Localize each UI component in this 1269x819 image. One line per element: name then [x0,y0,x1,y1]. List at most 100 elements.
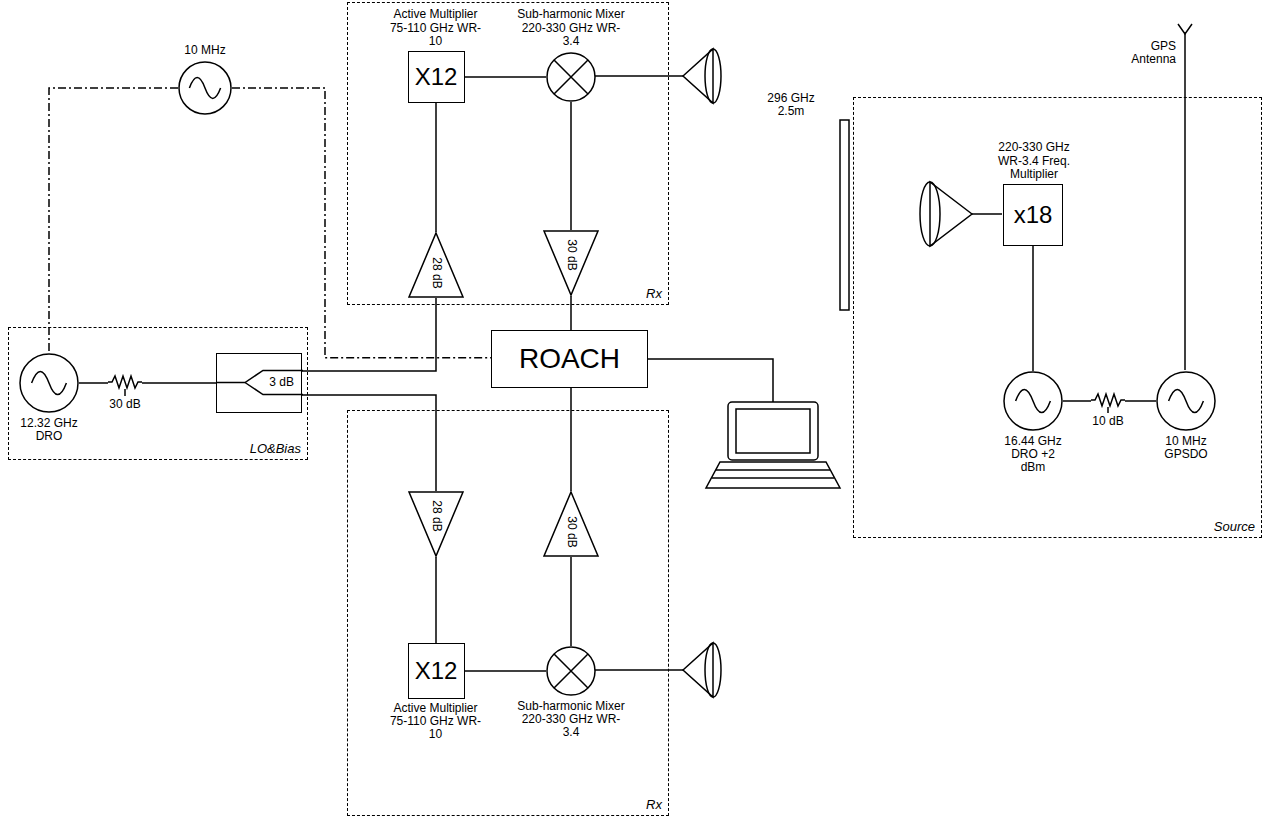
laptop-screen [728,402,818,460]
horn-antenna [930,182,972,246]
dashed-group: RxActive Multiplier 75-110 GHz WR-10X12S… [347,2,669,305]
antenna-mast [1184,32,1186,370]
node-label: Sub-harmonic Mixer 220-330 GHz WR-3.4 [516,700,627,740]
annotation-label: 30 dB [105,398,145,411]
block-box: ROACH [491,330,648,388]
node-label: 10 MHz GPSDO [1156,435,1216,461]
group-label: Rx [646,798,662,812]
circle-symbol: 12.32 GHz DRO [19,353,79,413]
shape-outline [19,353,79,413]
signal-wire [435,557,437,643]
node-label: 28 dB [429,500,442,531]
dashed-group: Source 220-330 GHz WR-3.4 Freq. Multiplie… [853,97,1262,538]
reference-line [232,88,491,358]
block-box: 3 dB [216,353,302,413]
triangle-outline [409,233,463,297]
node-label: 30 dB [564,516,577,547]
node-label: 28 dB [429,257,442,288]
node-label: 16.44 GHz DRO +2 dBm [1003,435,1063,475]
background-patch [1091,391,1125,409]
signal-wire [570,296,572,330]
annotation-label: 296 GHz 2.5m [760,92,822,118]
shape-outline [178,61,232,115]
amplifier-triangle: 30 dB [543,491,599,557]
amplifier-triangle: 28 dB [408,491,464,557]
amplifier-triangle: 30 dB [543,230,599,296]
node-label: 3 dB [269,376,294,389]
block-box: Active Multiplier 75-110 GHz WR-10X12 [408,51,465,103]
attenuator-symbol [1091,394,1125,406]
signal-wire [465,670,547,672]
rf-wire [595,669,683,671]
horn-antenna [683,49,713,103]
background-patch [108,373,142,391]
shape-outline [546,52,596,102]
signal-wire [435,103,437,232]
signal-wire [302,298,436,371]
rf-wire [595,75,683,77]
circle-outline [20,354,78,412]
horn-aperture [705,49,721,103]
attenuator-symbol [108,376,142,388]
group-label: LO&Bias [250,442,301,456]
data-wire [648,359,773,402]
node-label: 220-330 GHz WR-3.4 Freq. Multiplier [996,141,1072,181]
node-label: X12 [415,64,458,90]
dashed-group: LO&Bias 12.32 GHz DRO 3 dB [8,327,308,460]
rf-wire [972,213,1002,215]
horn-aperture [920,182,940,246]
amplifier-triangle: 28 dB [408,232,464,298]
signal-wire [570,557,572,646]
node-label: Sub-harmonic Mixer 220-330 GHz WR-3.4 [516,8,627,48]
triangle-outline [544,492,598,556]
triangle-outline [544,231,598,295]
group-label: Source [1214,520,1255,534]
node-label: Active Multiplier 75-110 GHz WR-10 [390,8,482,48]
signal-wire [1032,246,1034,371]
signal-wire [570,388,572,491]
signal-wire [570,102,572,230]
node-label: 10 MHz [165,44,245,57]
signal-wire [465,76,547,78]
laptop-base [706,462,840,488]
laptop-keys [712,477,834,479]
circle-outline [179,62,231,114]
mixer-cross [554,654,588,688]
reflector-plate [840,120,849,310]
circle-symbol: Sub-harmonic Mixer 220-330 GHz WR-3.4 [546,646,596,696]
circle-symbol: 10 MHz GPSDO [1156,371,1216,431]
circle-outline [1004,372,1062,430]
sine-symbol [1016,389,1051,412]
attenuator-lead [1107,407,1109,413]
circle-symbol: 10 MHz [178,61,232,115]
horn-aperture [705,643,721,697]
annotation-label: GPS Antenna [1120,40,1176,66]
shape-outline [1003,371,1063,431]
circle-symbol: 16.44 GHz DRO +2 dBm [1003,371,1063,431]
node-label: Active Multiplier 75-110 GHz WR-10 [390,702,482,742]
laptop-keys [716,469,830,471]
triangle-outline [409,492,463,556]
signal-wire [79,382,216,384]
node-label: x18 [1014,202,1053,228]
node-label: ROACH [519,344,620,375]
annotation-label: 10 dB [1088,415,1128,428]
circle-symbol: Sub-harmonic Mixer 220-330 GHz WR-3.4 [546,52,596,102]
block-box: 220-330 GHz WR-3.4 Freq. Multiplierx18 [1003,184,1063,246]
sine-symbol [32,371,67,394]
block-box: X12Active Multiplier 75-110 GHz WR-10 [408,643,465,699]
node-label: 12.32 GHz DRO [18,417,80,443]
shape-outline [1156,371,1216,431]
laptop-display [736,409,810,453]
reference-line [49,88,178,353]
node-label: 30 dB [564,239,577,270]
node-label: X12 [415,658,458,684]
shape-outline [546,646,596,696]
circle-outline [1157,372,1215,430]
sine-symbol [189,78,220,99]
antenna-symbol [1178,24,1192,34]
mixer-cross [554,60,588,94]
circle-outline [547,647,595,695]
circle-outline [547,53,595,101]
